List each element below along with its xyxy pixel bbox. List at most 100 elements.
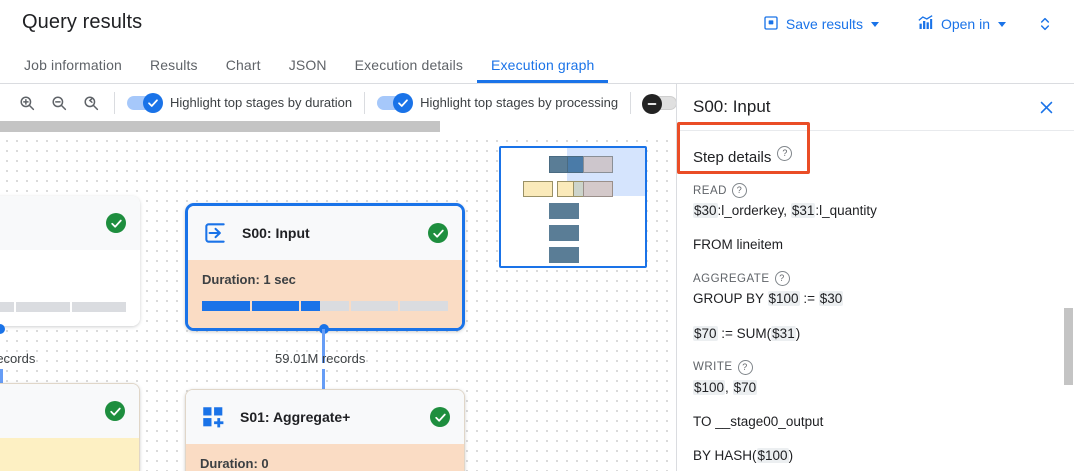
graph-node-s01-aggregate[interactable]: S01: Aggregate+ Duration: 0 [185,389,465,471]
save-results-button[interactable]: Save results [753,10,889,39]
edge-connector-dot [0,324,5,334]
toggle-knob [393,92,414,113]
section-value-to: TO __stage00_output [693,414,824,430]
minimap-node [583,156,613,173]
tabs-container: Job information Results Chart JSON Execu… [0,47,1074,83]
bar-segment [301,301,349,311]
section-label-write: WRITE ? [693,359,1058,375]
toggle-highlight-duration[interactable]: Highlight top stages by duration [127,92,353,113]
node-body: Duration: 1 sec [188,260,462,328]
help-icon[interactable]: ? [731,183,747,198]
open-in-label: Open in [940,16,990,32]
help-icon[interactable]: ? [737,359,753,375]
toolbar-divider [364,91,366,114]
minimap-node [549,225,579,241]
toggle-duration-label: Highlight top stages by duration [170,95,353,110]
section-value-sum: $70 := SUM($31) [693,325,801,341]
step-details-label: Step details [693,149,772,166]
help-icon[interactable]: ? [774,271,790,287]
minimap[interactable] [499,146,647,268]
tab-results[interactable]: Results [149,57,198,73]
tab-json[interactable]: JSON [288,57,327,73]
zoom-reset-icon[interactable] [80,92,102,114]
success-check-icon [430,407,450,427]
node-duration-label: Duration: 1 sec [202,272,296,287]
panel-divider [677,130,1074,131]
toolbar-divider [114,91,115,114]
label-text: WRITE [693,361,733,374]
duration-bar [0,302,126,312]
section-value-aggregate: GROUP BY $100 := $30 [693,291,844,307]
chevron-down-icon [998,21,1006,27]
bar-segment [251,301,300,311]
expand-collapse-button[interactable] [1030,9,1060,39]
horizontal-scrollbar-track[interactable] [0,121,676,132]
success-check-icon [428,223,448,243]
duration-bar [202,301,448,311]
edge-line [322,369,325,393]
toggle-knob [642,93,663,114]
page-header: Query results Save results [0,0,1074,47]
minimap-node [557,181,574,197]
tab-job-information[interactable]: Job information [24,57,122,73]
zoom-out-icon[interactable] [48,92,70,114]
tab-chart[interactable]: Chart [225,57,261,73]
node-body [0,250,140,326]
toggle-processing-label: Highlight top stages by processing [420,95,619,110]
close-icon[interactable] [1032,93,1060,121]
label-text: READ [693,184,727,197]
graph-node-partial-top[interactable] [0,196,140,326]
open-in-button[interactable]: Open in [907,10,1016,39]
section-value-read: $30:l_orderkey, $31:l_quantity [693,203,877,218]
panel-header: S00: Input [677,84,1074,130]
help-icon[interactable]: ? [777,146,793,161]
header-actions: Save results Open in [753,9,1064,39]
horizontal-scrollbar-thumb[interactable] [0,121,440,132]
section-value-from: FROM lineitem [693,237,784,253]
toggle-processing-switch[interactable] [377,92,414,113]
bar-segment [400,301,448,311]
tab-bar: Job information Results Chart JSON Execu… [0,47,1074,84]
bar-segment [16,302,70,312]
success-check-icon [105,401,125,421]
node-header: S01: Aggregate+ [186,390,464,444]
toggle-third-switch[interactable] [642,93,676,114]
node-header [0,384,139,438]
panel-body[interactable]: Step details ? READ ? $30:l_orderkey, $3… [677,131,1074,471]
toggle-third-option[interactable] [642,93,676,114]
graph-toolbar: Highlight top stages by duration Highlig… [0,84,676,121]
step-details-heading: Step details ? [693,131,1058,166]
execution-graph-canvas[interactable]: records [0,121,676,471]
graph-node-partial-bottom[interactable] [0,383,140,471]
node-header [0,196,140,250]
chart-bar-icon [917,14,934,34]
minimap-node [583,181,613,197]
step-details-panel: S00: Input Step details ? READ ? $30:l_o… [676,84,1074,471]
toggle-duration-switch[interactable] [127,92,163,113]
bar-segment [350,301,399,311]
graph-node-s00-input[interactable]: S00: Input Duration: 1 sec [185,203,465,331]
section-label-read: READ ? [693,183,1058,198]
input-arrow-icon [202,220,228,246]
minimap-node [523,181,553,197]
zoom-controls [0,92,102,114]
zoom-in-icon[interactable] [16,92,38,114]
section-value-write: $100, $70 [693,379,758,395]
toggle-highlight-processing[interactable]: Highlight top stages by processing [377,92,619,113]
save-results-label: Save results [785,16,863,32]
section-label-aggregate: AGGREGATE ? [693,271,1058,287]
edge-label-records: records [0,351,36,366]
minimap-node [549,203,579,219]
edge-label-records: 59.01M records [275,351,366,366]
minimap-node [549,247,579,263]
node-duration-label: Duration: 0 [200,456,269,471]
chevron-down-icon [870,21,879,27]
toggle-knob [143,92,163,113]
node-body: Duration: 0 [186,444,464,471]
page-title: Query results [22,11,143,33]
tab-execution-graph[interactable]: Execution graph [477,47,609,83]
panel-vertical-scrollbar-track[interactable] [1063,84,1074,471]
panel-vertical-scrollbar-thumb[interactable] [1064,308,1073,385]
success-check-icon [106,213,126,233]
tab-execution-details[interactable]: Execution details [354,57,464,73]
